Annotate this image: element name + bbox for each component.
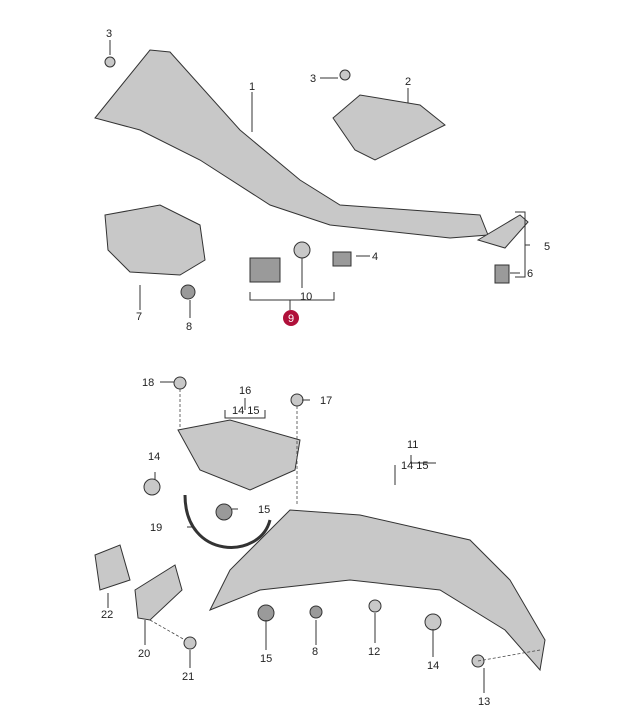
part-3-screw[interactable] <box>339 69 351 81</box>
callout-17: 17 <box>320 395 332 407</box>
callout-19: 19 <box>150 522 162 534</box>
part-10-grommet[interactable] <box>293 241 311 259</box>
callout-14: 14 <box>148 451 160 463</box>
callout-4: 4 <box>372 251 378 263</box>
part-2-cover[interactable] <box>332 94 446 161</box>
callout-16-sub: 14 15 <box>232 405 260 417</box>
callout-3: 3 <box>310 73 316 85</box>
part-11-panel[interactable] <box>208 509 546 672</box>
part-18-screw[interactable] <box>173 376 187 390</box>
callout-5: 5 <box>544 241 550 253</box>
part-1-cowl-panel[interactable] <box>94 49 489 239</box>
callout-20: 20 <box>138 648 150 660</box>
callout-2: 2 <box>405 76 411 88</box>
callout-15: 15 <box>260 653 272 665</box>
part-22-block[interactable] <box>94 544 131 591</box>
callout-3: 3 <box>106 28 112 40</box>
callout-15: 15 <box>258 504 270 516</box>
part-17-screw[interactable] <box>290 393 304 407</box>
callout-11-sub: 14 15 <box>401 460 429 472</box>
part-20-bracket[interactable] <box>134 564 183 621</box>
callout-13: 13 <box>478 696 490 708</box>
callout-21: 21 <box>182 671 194 683</box>
part-19-hose[interactable] <box>183 494 272 549</box>
callout-8: 8 <box>186 321 192 333</box>
callout-8: 8 <box>312 646 318 658</box>
callout-labels: 3 1 3 2 4 5 6 7 8 10 9 18 16 14 15 17 14… <box>101 28 550 708</box>
part-6-clip[interactable] <box>494 264 510 284</box>
part-15-clip[interactable] <box>215 503 233 521</box>
callout-1: 1 <box>249 81 255 93</box>
part-3-screw[interactable] <box>104 56 116 68</box>
part-16-panel[interactable] <box>177 419 301 491</box>
part-7-deflector[interactable] <box>104 204 206 276</box>
part-14-plug[interactable] <box>143 478 161 496</box>
callout-9: 9 <box>288 313 294 325</box>
callout-14: 14 <box>427 660 439 672</box>
part-8-nut[interactable] <box>180 284 196 300</box>
part-12-screw[interactable] <box>368 599 382 613</box>
part-8-nut[interactable] <box>309 605 323 619</box>
part-14-plug[interactable] <box>424 613 442 631</box>
part-5-bracket[interactable] <box>476 214 529 249</box>
callout-10: 10 <box>300 291 312 303</box>
callout-9-highlight[interactable] <box>283 310 299 326</box>
part-4-clip[interactable] <box>332 251 352 267</box>
callout-12: 12 <box>368 646 380 658</box>
callout-22: 22 <box>101 609 113 621</box>
part-15-clip[interactable] <box>257 604 275 622</box>
callout-16: 16 <box>239 385 251 397</box>
callout-6: 6 <box>527 268 533 280</box>
callout-18: 18 <box>142 377 154 389</box>
callout-11: 11 <box>407 439 418 451</box>
callout-7: 7 <box>136 311 142 323</box>
part-21-screw[interactable] <box>183 636 197 650</box>
leader-lines <box>107 40 541 693</box>
part-9-valve[interactable] <box>249 257 281 283</box>
